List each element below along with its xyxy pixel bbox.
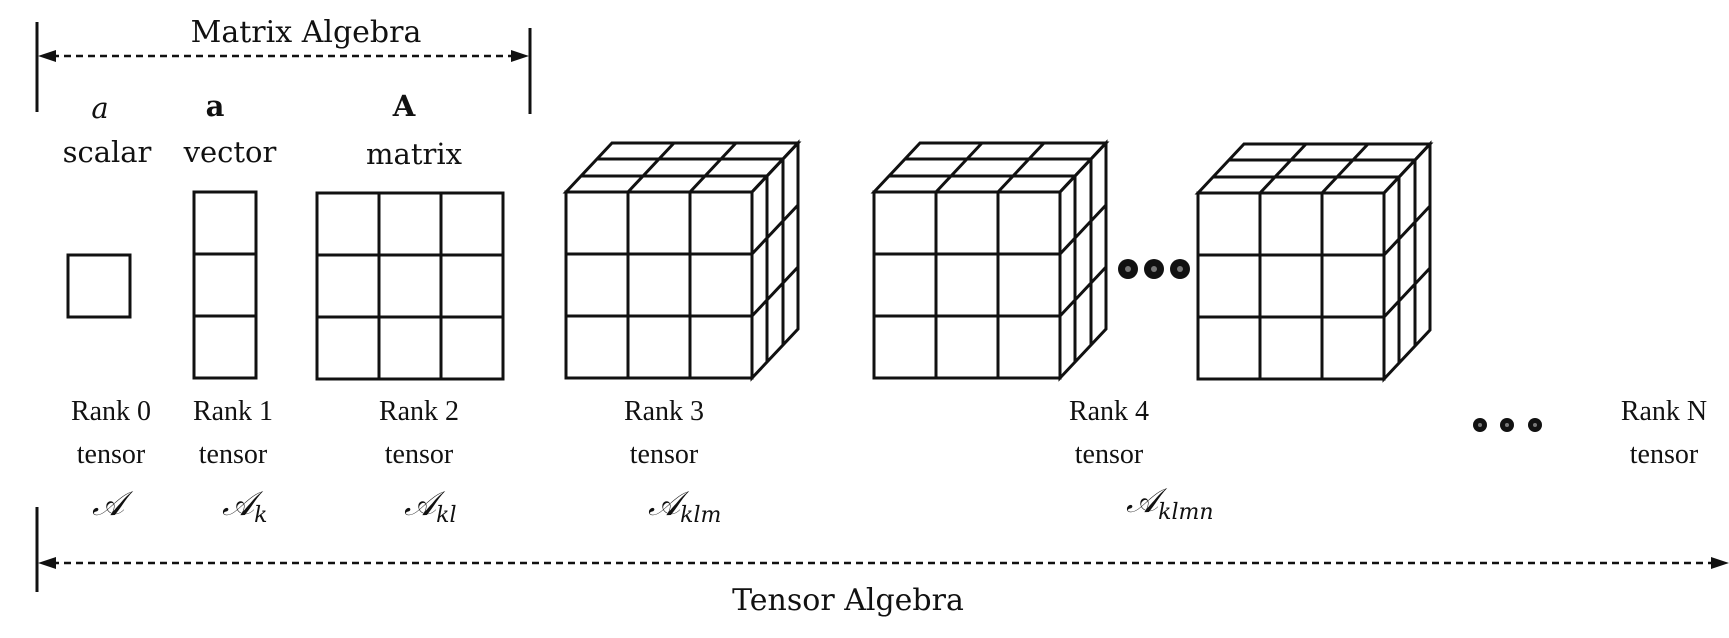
rank1-label: Rank 1 xyxy=(193,396,273,427)
rank1-subscript: k xyxy=(254,503,267,528)
rank3-label: Rank 3 xyxy=(624,396,704,427)
rank1-noun: tensor xyxy=(199,439,268,470)
matrix-grid xyxy=(315,191,505,381)
rank4-noun: tensor xyxy=(1075,439,1144,470)
rank4-cube-first xyxy=(870,139,1110,382)
rankn-noun: tensor xyxy=(1630,439,1699,470)
rank3-noun: tensor xyxy=(630,439,699,470)
rank3-tensor-symbol: 𝒜klm xyxy=(648,484,721,528)
rank2-label: Rank 2 xyxy=(379,396,459,427)
rank1-tensor-symbol: 𝒜k xyxy=(222,484,268,528)
rank4-tensor-symbol: 𝒜klmn xyxy=(1126,481,1214,525)
rank2-tensor-symbol: 𝒜kl xyxy=(404,484,457,528)
rank4-label: Rank 4 xyxy=(1069,396,1149,427)
tensor-algebra-label: Tensor Algebra xyxy=(732,583,964,618)
vector-label: vector xyxy=(183,135,277,169)
matrix-symbol: A xyxy=(392,89,416,123)
matrix-algebra-label: Matrix Algebra xyxy=(191,15,422,50)
tensor-algebra-span: Tensor Algebra xyxy=(35,507,1729,618)
rank0-noun: tensor xyxy=(77,439,146,470)
scalar-label: scalar xyxy=(63,135,152,169)
vector-symbol: a xyxy=(206,89,225,123)
rank3-subscript: klm xyxy=(680,503,721,528)
rank0-label: Rank 0 xyxy=(71,396,151,427)
rankn-label: Rank N xyxy=(1621,396,1707,427)
rank2-subscript: kl xyxy=(436,503,456,528)
vector-column xyxy=(192,190,258,380)
rank0-tensor-symbol: 𝒜 xyxy=(92,484,134,524)
rank4-ellipsis xyxy=(1118,259,1190,279)
matrix-label: matrix xyxy=(366,137,462,171)
scalar-box xyxy=(66,253,132,319)
rank2-noun: tensor xyxy=(385,439,454,470)
rank4-subscript: klmn xyxy=(1158,500,1213,525)
scalar-symbol: a xyxy=(91,91,108,125)
rank4-cube-second xyxy=(1194,140,1434,383)
rank3-cube xyxy=(562,139,802,382)
matrix-algebra-span: Matrix Algebra xyxy=(35,15,532,114)
rankn-ellipsis xyxy=(1473,418,1542,432)
